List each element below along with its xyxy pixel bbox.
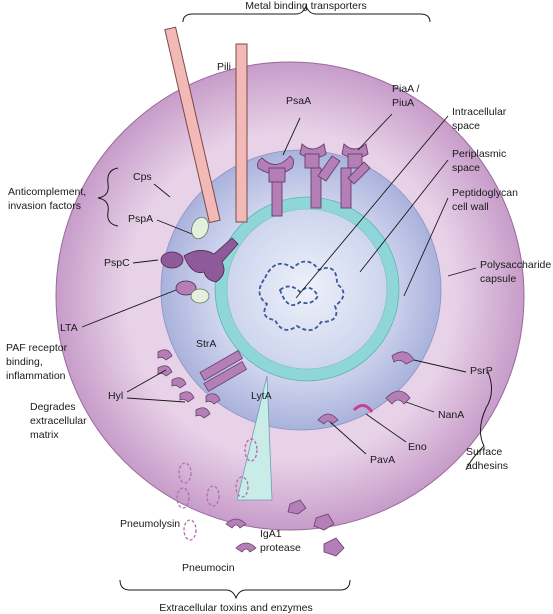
intracellular-label-2: space (452, 120, 480, 132)
bottom-brace (119, 579, 351, 600)
extracellular-toxins-label: Extracellular toxins and enzymes (159, 602, 313, 614)
lta-label: LTA (60, 322, 78, 334)
pspc-label: PspC (104, 257, 130, 269)
surface-brace (465, 371, 492, 471)
iga1-label-2: protease (260, 542, 301, 554)
peptidoglycan-label-1: Peptidoglycan (452, 187, 518, 199)
periplasmic-label-1: Periplasmic (452, 148, 506, 160)
pspa-protein (191, 216, 209, 240)
paf-label-3: inflammation (6, 370, 66, 382)
eno-leader (365, 413, 407, 443)
pava-leader (329, 421, 367, 455)
pneumolysin-particles (176, 462, 249, 541)
pspc-leader (132, 259, 159, 264)
pilus-2 (235, 43, 248, 223)
pava-label: PavA (370, 454, 395, 466)
iga1-label-1: IgA1 (260, 528, 282, 540)
iga1-protease-particles (287, 499, 345, 557)
pspa-leader (156, 219, 198, 237)
hyl-label: Hyl (108, 390, 123, 402)
intracellular-leader (295, 115, 449, 299)
pilus-1 (164, 26, 221, 224)
psrp-leader (413, 359, 467, 373)
nana-leader (405, 401, 435, 413)
lta-leader (81, 289, 177, 328)
peptidoglycan-leader (403, 197, 449, 297)
stra-protein (199, 349, 248, 392)
peptidoglycan-label-2: cell wall (452, 201, 489, 213)
periplasmic-label-2: space (452, 162, 480, 174)
pili-label: Pili (217, 61, 231, 73)
polysaccharide-label-1: Polysaccharide (480, 259, 551, 271)
lta-cluster (175, 237, 239, 296)
cps-leader (153, 183, 171, 198)
cps-label: Cps (133, 171, 152, 183)
hyl-leader-2 (126, 397, 186, 403)
eno-label: Eno (408, 441, 427, 453)
pspa-label: PspA (128, 213, 153, 225)
polysaccharide-label-2: capsule (480, 273, 516, 285)
lyta-label: LytA (251, 390, 272, 402)
degrades-label-1: Degrades (30, 401, 76, 413)
intracellular-space (226, 208, 388, 370)
degrades-label-2: extracellular (30, 415, 87, 427)
piaa-label-2: PiuA (392, 97, 414, 109)
surface-label-1: Surface (466, 446, 502, 458)
paf-label-2: binding, (6, 356, 43, 368)
psrp-protein (391, 351, 415, 365)
lyta-vesicle (244, 438, 258, 462)
psaa-leader (282, 117, 301, 156)
intracellular-label-1: Intracellular (452, 106, 507, 118)
pneumolysin-label: Pneumolysin (120, 518, 180, 530)
dna-nucleoid (258, 260, 345, 332)
nana-label: NanA (438, 409, 464, 421)
hyl-leader-1 (126, 369, 167, 393)
anticomplement-label-2: invasion factors (8, 200, 81, 212)
pspc-protein (160, 251, 184, 269)
lta-bead (190, 288, 210, 304)
polysaccharide-leader (447, 267, 477, 277)
anticomplement-brace (97, 167, 119, 227)
piaa-label-1: PiaA / (392, 83, 420, 95)
psaa-label: PsaA (286, 95, 311, 107)
periplasmic-leader (359, 159, 449, 273)
pneumocin-label: Pneumocin (182, 562, 235, 574)
eno-protein (352, 404, 374, 413)
piaa-leader (357, 113, 393, 151)
metal-binding-label: Metal binding transporters (245, 0, 366, 12)
anticomplement-label-1: Anticomplement, (8, 186, 86, 198)
psrp-label: PsrP (470, 365, 493, 377)
paf-label-1: PAF receptor (6, 342, 68, 354)
nana-protein (385, 390, 411, 405)
stra-label: StrA (196, 338, 216, 350)
lyta-wedge (236, 375, 273, 501)
piaa-protein (299, 143, 371, 209)
top-brace (182, 4, 431, 23)
surface-label-2: adhesins (466, 460, 508, 472)
degrades-label-3: matrix (30, 429, 59, 441)
psaa-protein (257, 155, 295, 217)
pneumocin-particles (225, 518, 257, 553)
